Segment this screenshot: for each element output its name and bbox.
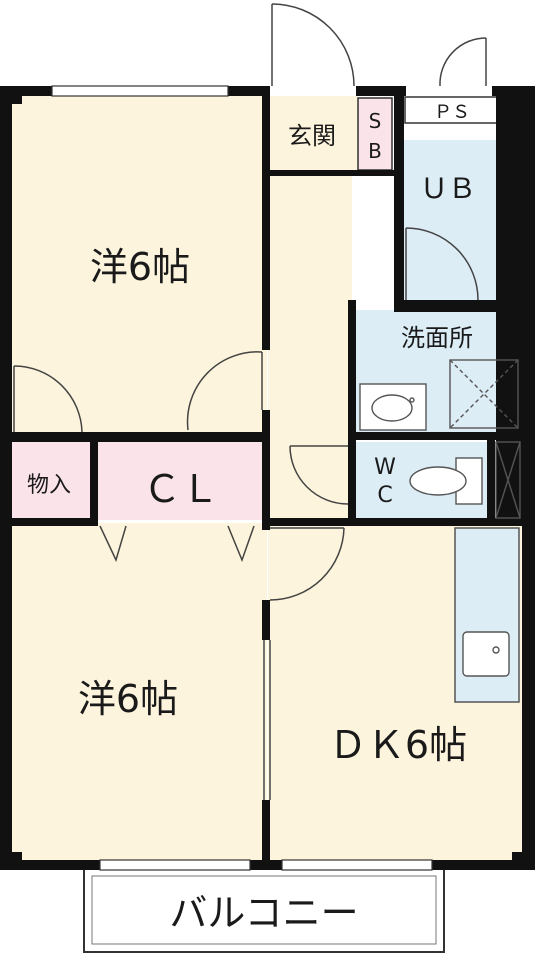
room-label-pipe-space: ＰＳ: [434, 102, 470, 123]
room-label-washroom: 洗面所: [401, 324, 473, 352]
room-label-storage: 物入: [27, 473, 71, 498]
room-label-shoe-box-b: B: [368, 139, 382, 163]
room-label-toilet-w: W: [374, 455, 396, 480]
room-label-toilet-c: C: [377, 483, 392, 508]
room-label-western-upper: 洋6帖: [90, 245, 190, 289]
fixtures: [359, 359, 521, 677]
entrance-floor: [268, 96, 358, 176]
hallway-floor: [268, 176, 352, 523]
balcony-rail: [91, 875, 437, 945]
western-room-lower-floor: [12, 523, 267, 868]
closet-floor: [96, 442, 266, 520]
room-label-balcony: バルコニー: [169, 891, 358, 935]
room-label-shoe-box-s: S: [369, 109, 382, 133]
interior-walls: [8, 96, 524, 862]
storage-floor: [12, 442, 92, 520]
pipe-space-floor: [404, 96, 499, 124]
room-label-unit-bath: ＵＢ: [420, 172, 476, 205]
western-room-upper-floor: [12, 94, 267, 439]
room-label-western-lower: 洋6帖: [78, 677, 178, 721]
room-label-closet: ＣＬ: [143, 467, 219, 511]
doors: [13, 3, 487, 800]
windows: [51, 85, 433, 871]
balcony-area: [83, 867, 445, 953]
unit-bath-floor: [402, 140, 496, 300]
room-label-dk: ＤＫ6帖: [329, 723, 467, 767]
room-label-entrance: 玄関: [288, 122, 336, 150]
